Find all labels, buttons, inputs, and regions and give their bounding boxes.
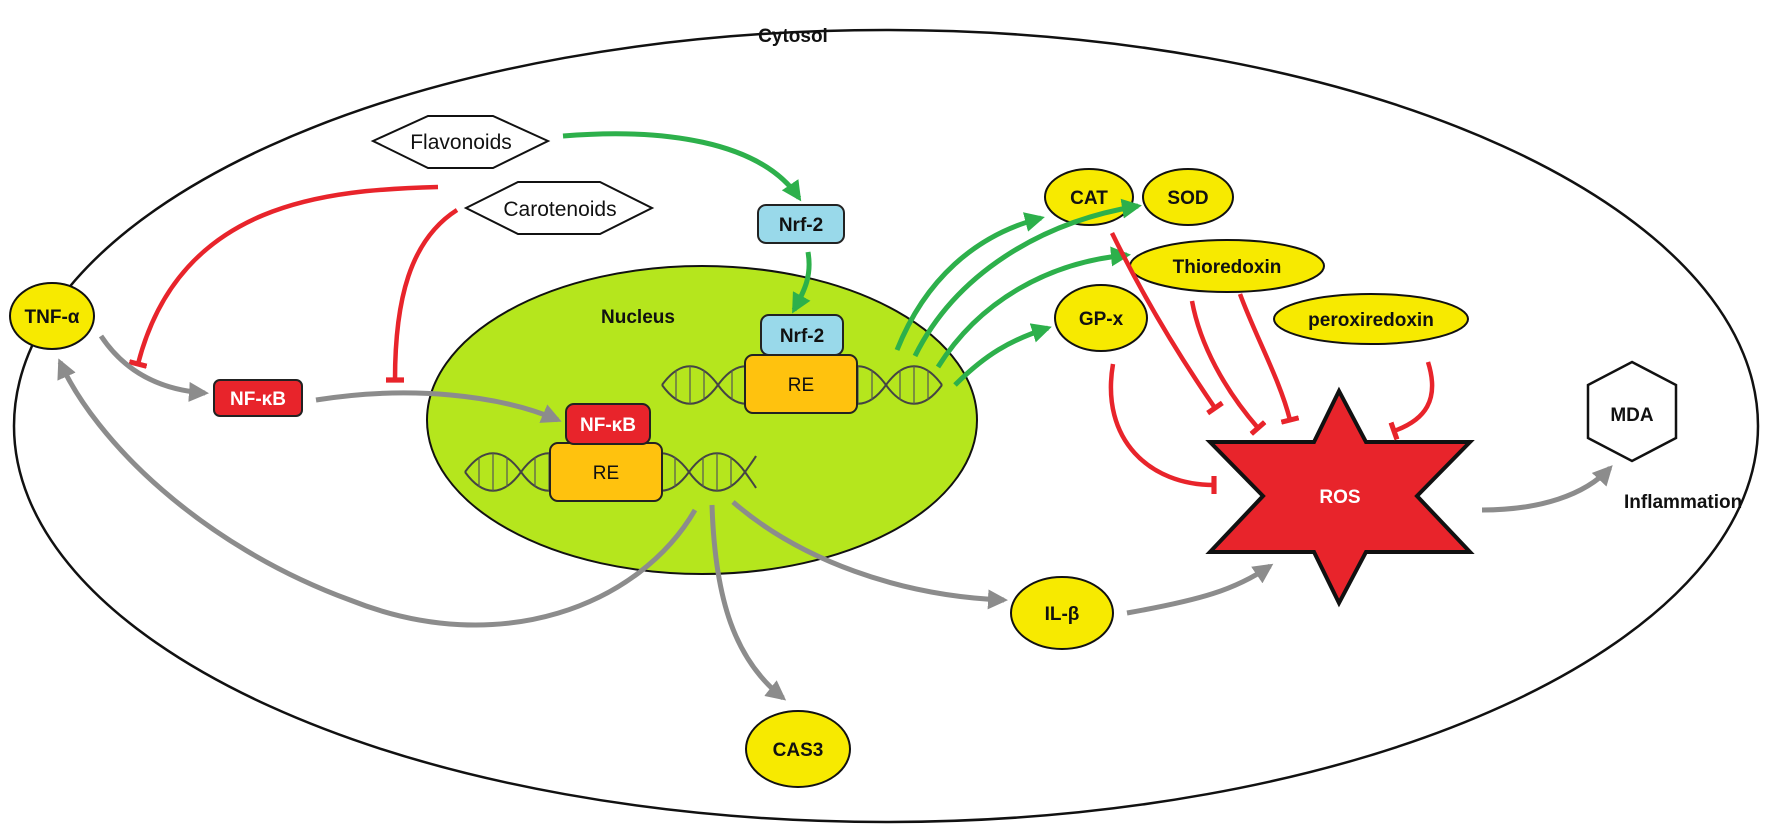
thioredoxin-node: Thioredoxin (1129, 239, 1325, 293)
sod-node: SOD (1142, 168, 1234, 226)
il-beta-node: IL-β (1010, 576, 1114, 650)
arrow-nucleus-to-tnf (57, 358, 698, 628)
arrow-to-cat (894, 212, 1045, 351)
re-upper-label: RE (788, 375, 814, 396)
inhibit-nfkb-translocation (385, 208, 459, 383)
arrow-nrf2-to-nucleus (791, 251, 812, 314)
sod-label: SOD (1167, 188, 1208, 209)
cas3-label: CAS3 (773, 740, 824, 761)
arrow-nucleus-to-il (731, 500, 1008, 610)
nfkb-cytosolic-label: NF-κB (230, 389, 286, 410)
pathway-arrows (57, 334, 1613, 701)
inhibition-lines (128, 184, 1435, 495)
nfkb-nuclear-label: NF-κB (580, 415, 636, 436)
flavonoids-hexagon: Flavonoids (370, 115, 551, 169)
thioredoxin-label: Thioredoxin (1173, 257, 1282, 278)
cytosol-label: Cytosol (758, 26, 828, 47)
flavonoids-label: Flavonoids (410, 131, 512, 154)
inhibit-ros-cat (1109, 232, 1224, 416)
inhibit-ros-peroxiredoxin (1388, 361, 1435, 441)
arrow-to-sod (912, 198, 1142, 358)
arrow-to-thioredoxin (935, 246, 1131, 369)
arrow-il-to-ros (1126, 563, 1274, 616)
il-beta-label: IL-β (1045, 604, 1080, 625)
response-element-upper: RE (744, 354, 858, 414)
gpx-label: GP-x (1079, 309, 1124, 330)
nrf2-cytosolic-label: Nrf-2 (779, 215, 823, 236)
carotenoids-hexagon: Carotenoids (463, 181, 655, 235)
inhibit-ros-gpx (1108, 363, 1217, 495)
nrf2-nuclear: Nrf-2 (760, 314, 844, 356)
inhibit-ros-sod (1237, 293, 1300, 425)
response-element-lower: RE (549, 442, 663, 502)
cas3-node: CAS3 (745, 710, 851, 788)
nucleus-label: Nucleus (601, 307, 675, 328)
arrow-ros-to-mda (1481, 465, 1613, 513)
arrow-flavonoids-to-nrf2 (562, 131, 802, 202)
activation-arrows (562, 131, 1142, 387)
re-lower-label: RE (593, 463, 619, 484)
nrf2-cytosolic: Nrf-2 (757, 204, 845, 244)
nrf2-nuclear-label: Nrf-2 (780, 326, 824, 347)
ros-label: ROS (1319, 487, 1360, 508)
nfkb-cytosolic: NF-κB (213, 379, 303, 417)
mda-hexagon: MDA (1586, 360, 1678, 463)
nfkb-nuclear: NF-κB (565, 403, 651, 445)
gpx-node: GP-x (1054, 284, 1148, 352)
ros-star: ROS (1205, 386, 1475, 608)
nucleus (426, 265, 978, 575)
tnf-alpha-node: TNF-α (9, 282, 95, 350)
mda-label: MDA (1610, 405, 1654, 426)
arrow-to-gpx (953, 323, 1052, 387)
arrow-nucleus-to-cas3 (709, 504, 787, 701)
arrow-nfkb-to-nucleus (315, 390, 562, 423)
arrow-tnf-to-nfkb (98, 334, 209, 402)
tnf-alpha-label: TNF-α (25, 307, 80, 328)
cat-label: CAT (1070, 188, 1108, 209)
peroxiredoxin-label: peroxiredoxin (1308, 310, 1434, 331)
inhibit-nfkb-cytosolic (128, 184, 439, 369)
inflammation-label: Inflammation (1624, 492, 1742, 513)
peroxiredoxin-node: peroxiredoxin (1273, 293, 1469, 345)
carotenoids-label: Carotenoids (503, 198, 616, 221)
inhibit-ros-thioredoxin (1189, 300, 1267, 436)
